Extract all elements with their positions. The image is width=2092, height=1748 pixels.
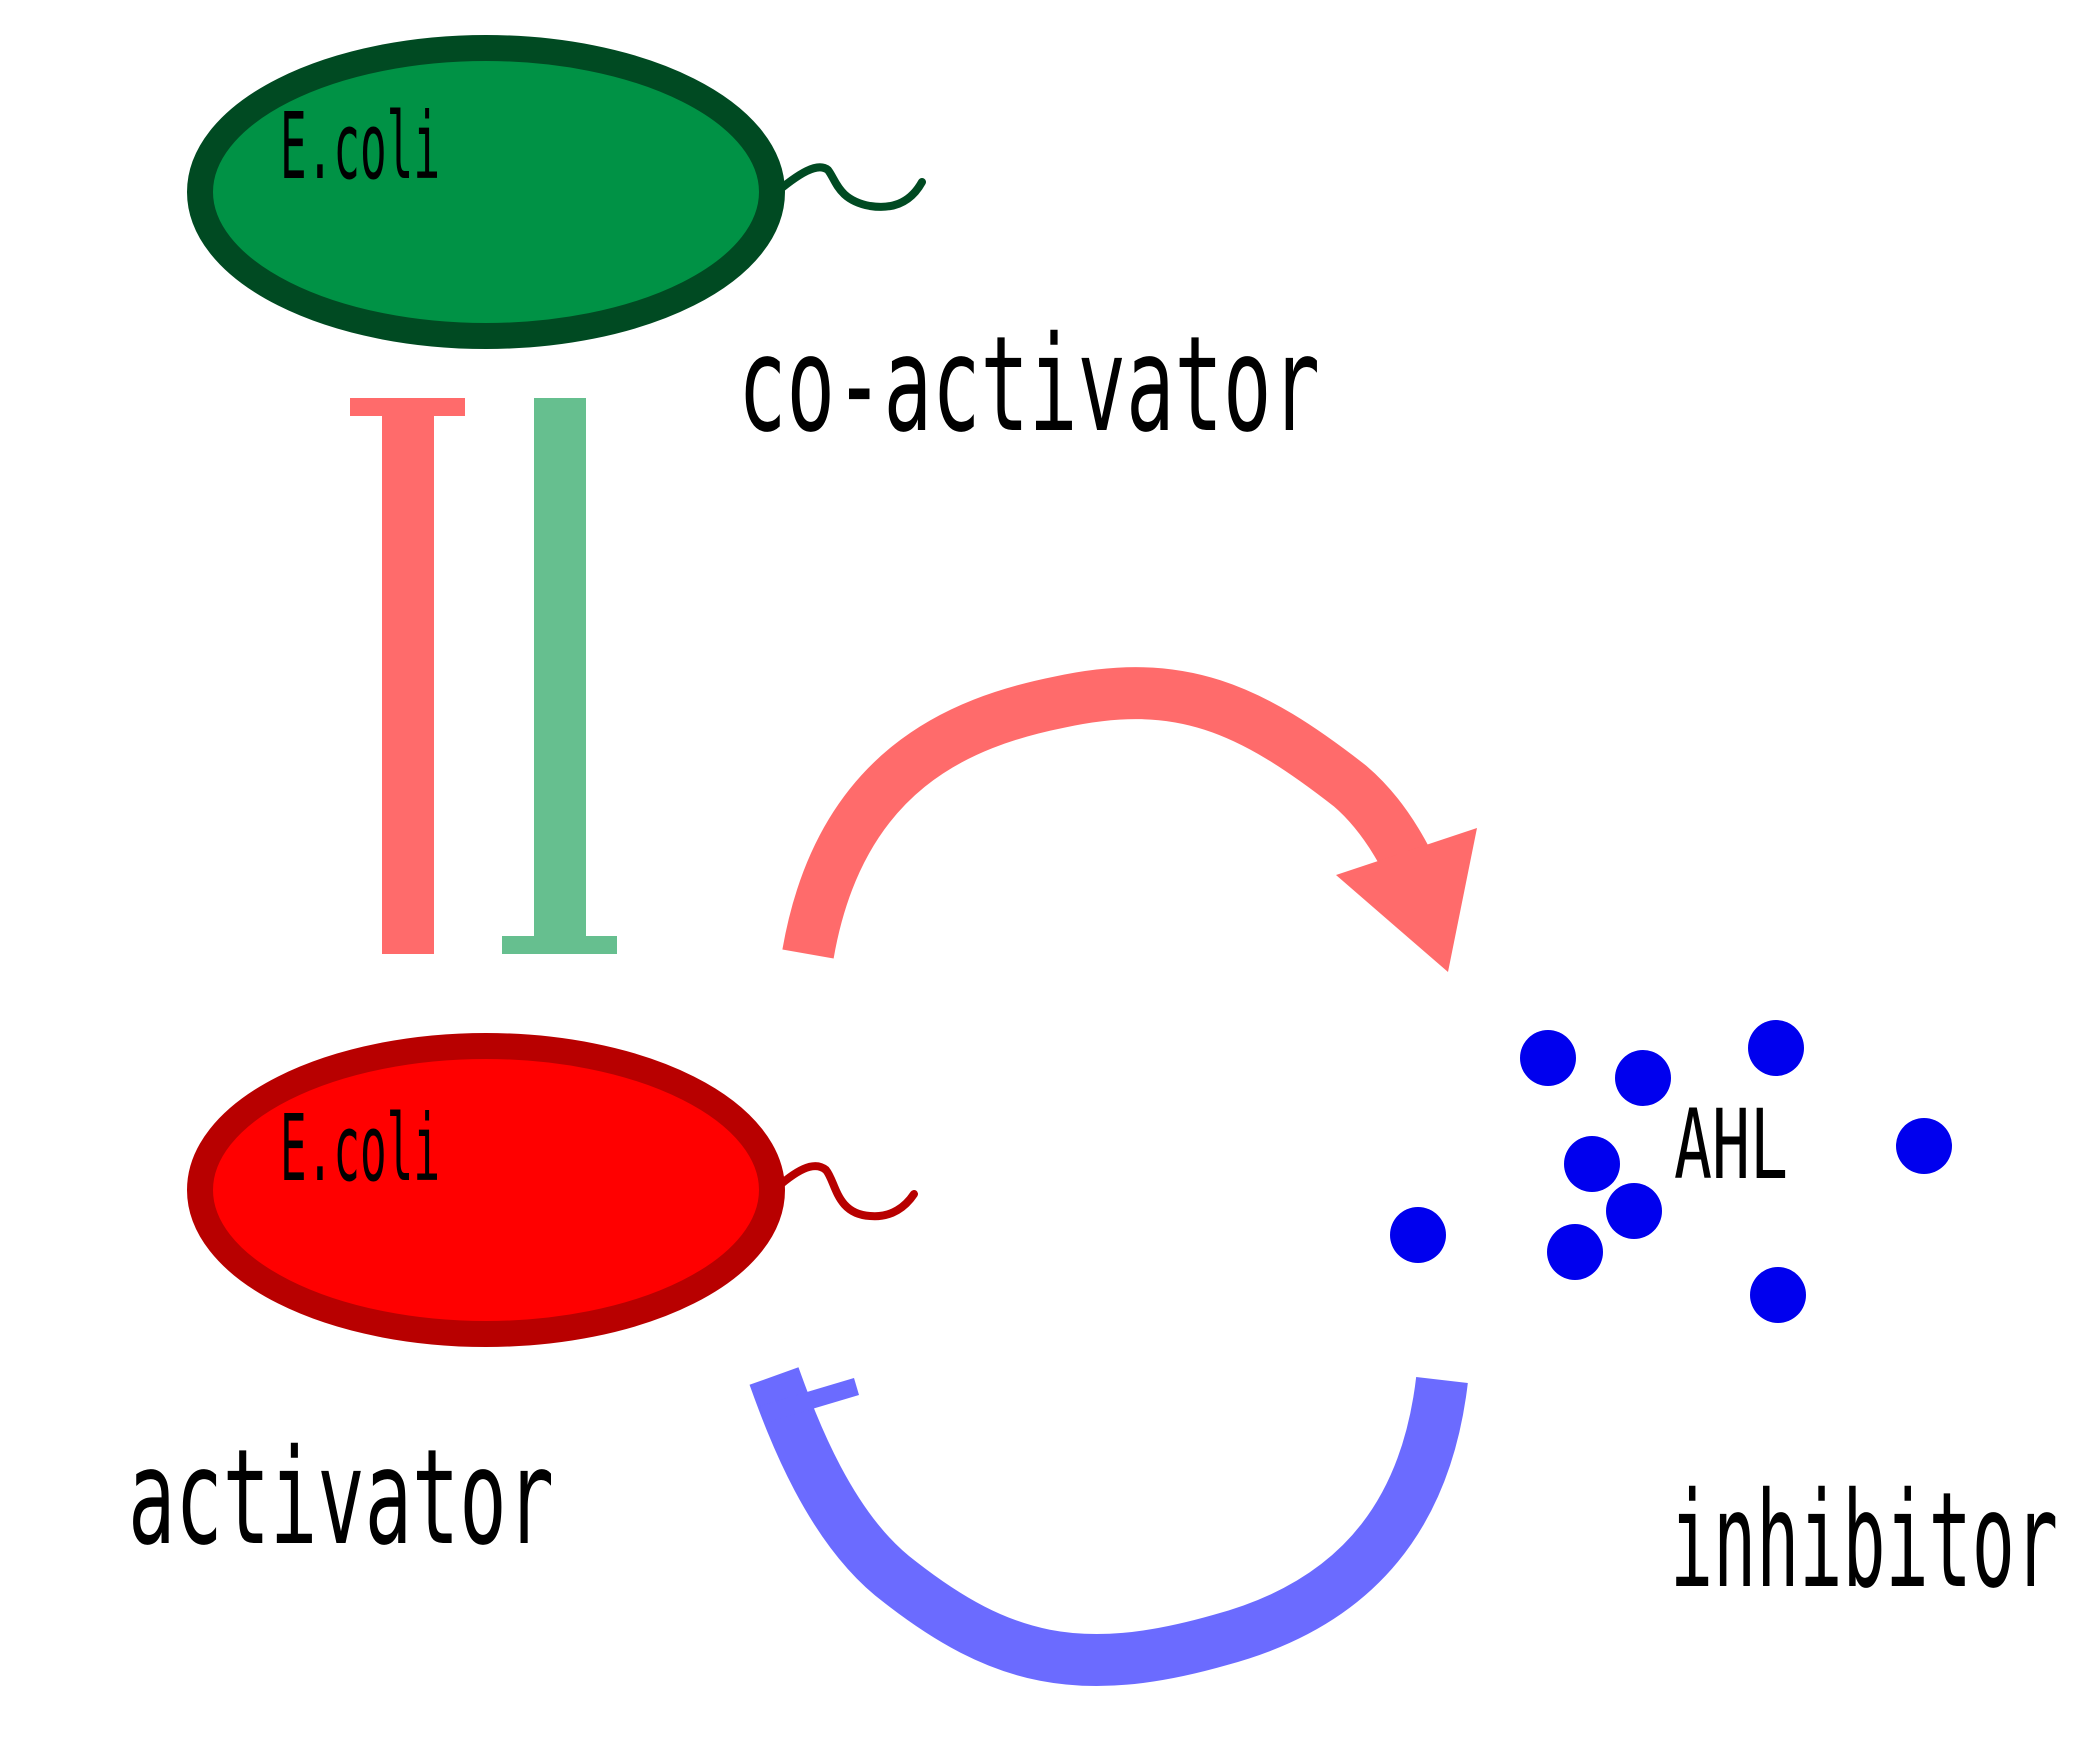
coactivator-cell: E.coli (187, 35, 926, 349)
activator-activates-inhibitor-arrow (782, 667, 1477, 972)
activation-arrow-head (1336, 828, 1477, 972)
coactivator-cell-body (187, 35, 785, 349)
inhibition-bar-red-stem (382, 400, 434, 954)
coactivator-cell-label: E.coli (280, 93, 440, 200)
ahl-dot (1564, 1136, 1620, 1192)
coactivator-label: co-activator (738, 308, 1320, 462)
coactivator-inhibits-activator (502, 398, 617, 954)
inhibitor-label: inhibitor (1670, 1464, 2058, 1618)
inhibition-bar-red-cap (350, 398, 465, 416)
activator-label: activator (128, 1421, 554, 1575)
activator-cell-label: E.coli (280, 1095, 440, 1202)
inhibition-bar-green-cap (502, 936, 617, 954)
activator-inhibits-coactivator (350, 398, 465, 954)
ahl-dot (1547, 1224, 1603, 1280)
inhibition-arrow-cap (760, 1378, 859, 1423)
ahl-molecules (1390, 1020, 1952, 1323)
activator-cell: E.coli (187, 1033, 918, 1347)
inhibition-arrow-shaft (749, 1367, 1468, 1687)
ahl-label: AHL (1674, 1089, 1788, 1201)
activator-flagellum (768, 1162, 918, 1221)
coactivator-flagellum (768, 163, 926, 211)
ahl-dot (1750, 1267, 1806, 1323)
inhibition-bar-green-stem (534, 398, 586, 944)
ahl-dot (1520, 1030, 1576, 1086)
activator-cell-body (187, 1033, 785, 1347)
ahl-dot (1615, 1050, 1671, 1106)
ahl-dot (1606, 1183, 1662, 1239)
ahl-dot (1748, 1020, 1804, 1076)
inhibitor-inhibits-activator-arrow (749, 1367, 1468, 1687)
ahl-dot (1896, 1118, 1952, 1174)
activation-arrow-shaft (782, 667, 1446, 959)
ahl-dot (1390, 1207, 1446, 1263)
